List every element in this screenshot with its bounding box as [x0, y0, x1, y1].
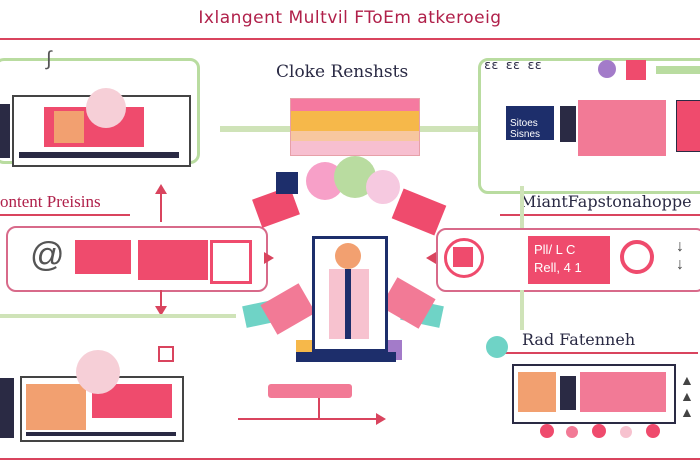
right-bottom-dots	[540, 424, 670, 442]
top-right-card-text: Sitoes Sisnes	[510, 118, 540, 140]
center-ribbon	[296, 352, 396, 362]
center-bottom-bar	[268, 384, 352, 398]
right-bottom-card	[512, 364, 676, 424]
top-left-connector	[220, 126, 290, 132]
burst-shard-7	[276, 172, 298, 194]
left-mid-up-connector	[160, 192, 162, 222]
left-bottom-connector	[0, 314, 236, 318]
burst-shard-5	[260, 283, 316, 335]
right-mid-card-line-2: Rell, 4 1	[534, 260, 582, 275]
top-center-banner	[290, 98, 420, 156]
top-right-pink-panel	[578, 100, 666, 156]
left-mid-wide-block	[138, 240, 208, 280]
top-right-connector	[420, 126, 480, 132]
right-mid-label: MiantFapstonahoppe	[520, 192, 692, 211]
burst-shard-2	[391, 188, 447, 236]
center-bottom-connector	[238, 418, 378, 420]
bottom-divider	[0, 458, 700, 460]
center-bottom-arrow	[376, 413, 386, 425]
right-bottom-label-underline	[498, 352, 698, 354]
center-bottom-vertical	[318, 398, 320, 420]
top-right-code-row: ɛɛ ɛɛ ɛɛ	[484, 58, 542, 72]
top-left-card-pastry	[54, 111, 84, 143]
right-mid-arrow-left	[426, 252, 436, 264]
right-mid-text-card: Pll/ L C Rell, 4 1	[528, 236, 610, 284]
left-bottom-strip	[26, 432, 176, 436]
right-bottom-photo	[518, 372, 556, 412]
left-bottom-deco	[76, 350, 120, 394]
left-mid-pink-card	[75, 240, 131, 274]
top-right-deco-dot-1	[598, 60, 616, 78]
top-right-deco-rect	[626, 60, 646, 80]
top-right-frame	[478, 58, 700, 194]
left-bottom-mini-square	[158, 346, 174, 362]
diagram-title: Ixlangent Multvil FToEm atkeroeig	[198, 8, 502, 28]
left-mid-arrow-up	[155, 184, 167, 194]
left-mid-spiral-icon: @	[30, 236, 65, 274]
top-right-green-strip	[656, 66, 700, 74]
top-right-navy-card	[506, 106, 554, 140]
top-left-deco-circle	[86, 88, 126, 128]
right-mid-check-arrows: ↓↓	[676, 238, 684, 273]
left-mid-label: ontent Preisins	[0, 192, 101, 211]
top-center-label: Cloke Renshsts	[276, 62, 409, 82]
top-left-dark-block	[0, 104, 10, 158]
top-divider	[0, 38, 700, 40]
right-mid-card-line-1: Pll/ L C	[534, 242, 576, 257]
right-mid-emblem-core	[453, 247, 473, 267]
right-mid-label-underline	[500, 214, 700, 216]
center-card	[312, 236, 388, 352]
top-right-card-line-1: Sitoes	[510, 118, 538, 129]
right-bottom-pink	[580, 372, 666, 412]
left-bottom-pastry	[26, 384, 86, 430]
top-left-card-strip	[19, 152, 179, 158]
left-mid-arrow-down	[155, 306, 167, 316]
right-lower-connector	[520, 290, 524, 330]
center-burst	[236, 152, 456, 382]
left-mid-frame-box	[210, 240, 252, 284]
left-bottom-dark-block	[0, 378, 14, 438]
top-right-dark-panel	[560, 106, 576, 142]
burst-bubble-3	[366, 170, 400, 204]
top-left-deco-hook: ∫	[46, 48, 52, 70]
right-mid-emblem	[444, 238, 484, 278]
top-right-card-line-2: Sisnes	[510, 129, 541, 140]
right-vertical-connector	[520, 186, 524, 228]
left-mid-arrow-right	[264, 252, 274, 264]
left-mid-label-underline	[0, 214, 130, 216]
right-bottom-deco-1	[486, 336, 508, 358]
right-bottom-edge-arrows: ▲▲▲	[680, 372, 694, 420]
right-bottom-label: Rad Fatenneh	[522, 330, 636, 349]
left-mid-vertical-connector	[160, 290, 162, 310]
right-bottom-dark	[560, 376, 576, 410]
top-right-edge-card	[676, 100, 700, 152]
right-mid-ring	[620, 240, 654, 274]
